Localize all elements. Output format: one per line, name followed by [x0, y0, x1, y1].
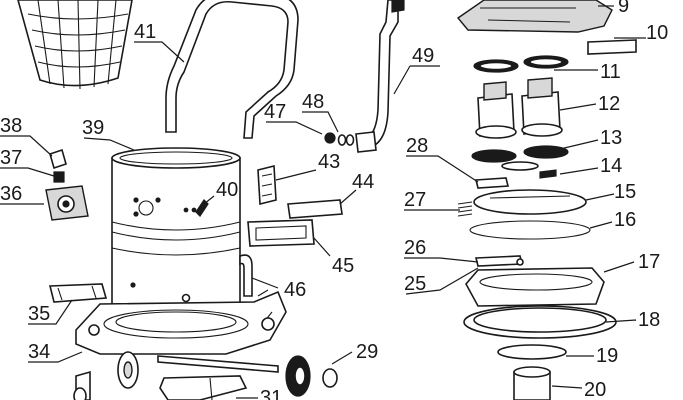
ring-29: [322, 368, 338, 388]
clips-14: [539, 169, 557, 179]
callout-18: 18: [638, 309, 660, 331]
callout-25: 25: [404, 273, 426, 295]
callout-29: 29: [356, 341, 378, 363]
parts-25-26: [474, 255, 524, 267]
seal-18: [463, 305, 617, 339]
callout-20: 20: [584, 379, 606, 400]
callout-31: 31: [260, 387, 282, 400]
leader-lines: [0, 5, 646, 399]
filter-basket: [17, 0, 133, 90]
float-20: [513, 366, 551, 400]
frame-45: [247, 219, 315, 247]
callout-36: 36: [0, 183, 22, 205]
spring-27: [457, 201, 473, 217]
trolley-base-34: [75, 289, 287, 355]
bracket-43: [257, 164, 277, 206]
callout-37: 37: [0, 147, 22, 169]
callout-48: 48: [302, 91, 324, 113]
gaskets-13: [471, 145, 569, 171]
callout-40: 40: [216, 179, 238, 201]
top-cover-9: [456, 0, 613, 33]
strip-44: [287, 199, 343, 219]
gaskets-11: [473, 55, 569, 73]
callout-34: 34: [28, 341, 50, 363]
wheel-right: [285, 355, 311, 397]
callout-28: 28: [406, 135, 428, 157]
callout-27: 27: [404, 189, 426, 211]
ring-16: [469, 220, 591, 240]
callout-13: 13: [600, 127, 622, 149]
caster-wheel: [73, 370, 91, 400]
callout-38: 38: [0, 115, 22, 137]
callout-44: 44: [352, 171, 374, 193]
callout-15: 15: [614, 181, 636, 203]
callout-9: 9: [618, 0, 629, 17]
plate-10: [587, 39, 637, 55]
clip-40: [195, 199, 209, 217]
callout-26: 26: [404, 237, 426, 259]
callout-labels: 41 9 10 49 11 12 38 39 48 47 13 37 43 28…: [0, 0, 668, 400]
callout-43: 43: [318, 151, 340, 173]
callout-10: 10: [646, 22, 668, 44]
callout-47: 47: [264, 101, 286, 123]
callout-11: 11: [600, 61, 621, 83]
seals-47-48: [324, 132, 355, 146]
tank-39: [111, 147, 241, 329]
callout-17: 17: [638, 251, 660, 273]
callout-39: 39: [82, 117, 104, 139]
clip-37: [53, 171, 65, 183]
callout-12: 12: [598, 93, 620, 115]
handle-41: [165, 0, 299, 139]
hose-49: [355, 0, 405, 153]
callout-46: 46: [284, 279, 306, 301]
bracket-31: [159, 375, 248, 400]
clip-38: [49, 148, 67, 170]
callout-35: 35: [28, 303, 50, 325]
wheel-left: [117, 351, 139, 389]
ring-19: [497, 344, 567, 360]
callout-16: 16: [614, 209, 636, 231]
callout-14: 14: [600, 155, 622, 177]
axle: [157, 355, 279, 373]
switch-panel-36: [45, 185, 89, 221]
plate-15: [473, 189, 587, 215]
callout-19: 19: [596, 345, 618, 367]
callout-41: 41: [134, 21, 156, 43]
hose-connector-46: [239, 254, 253, 297]
motors-12: [475, 77, 563, 139]
latch-35: [48, 283, 108, 303]
callout-45: 45: [332, 255, 354, 277]
callout-49: 49: [412, 45, 434, 67]
part-28: [474, 177, 510, 189]
